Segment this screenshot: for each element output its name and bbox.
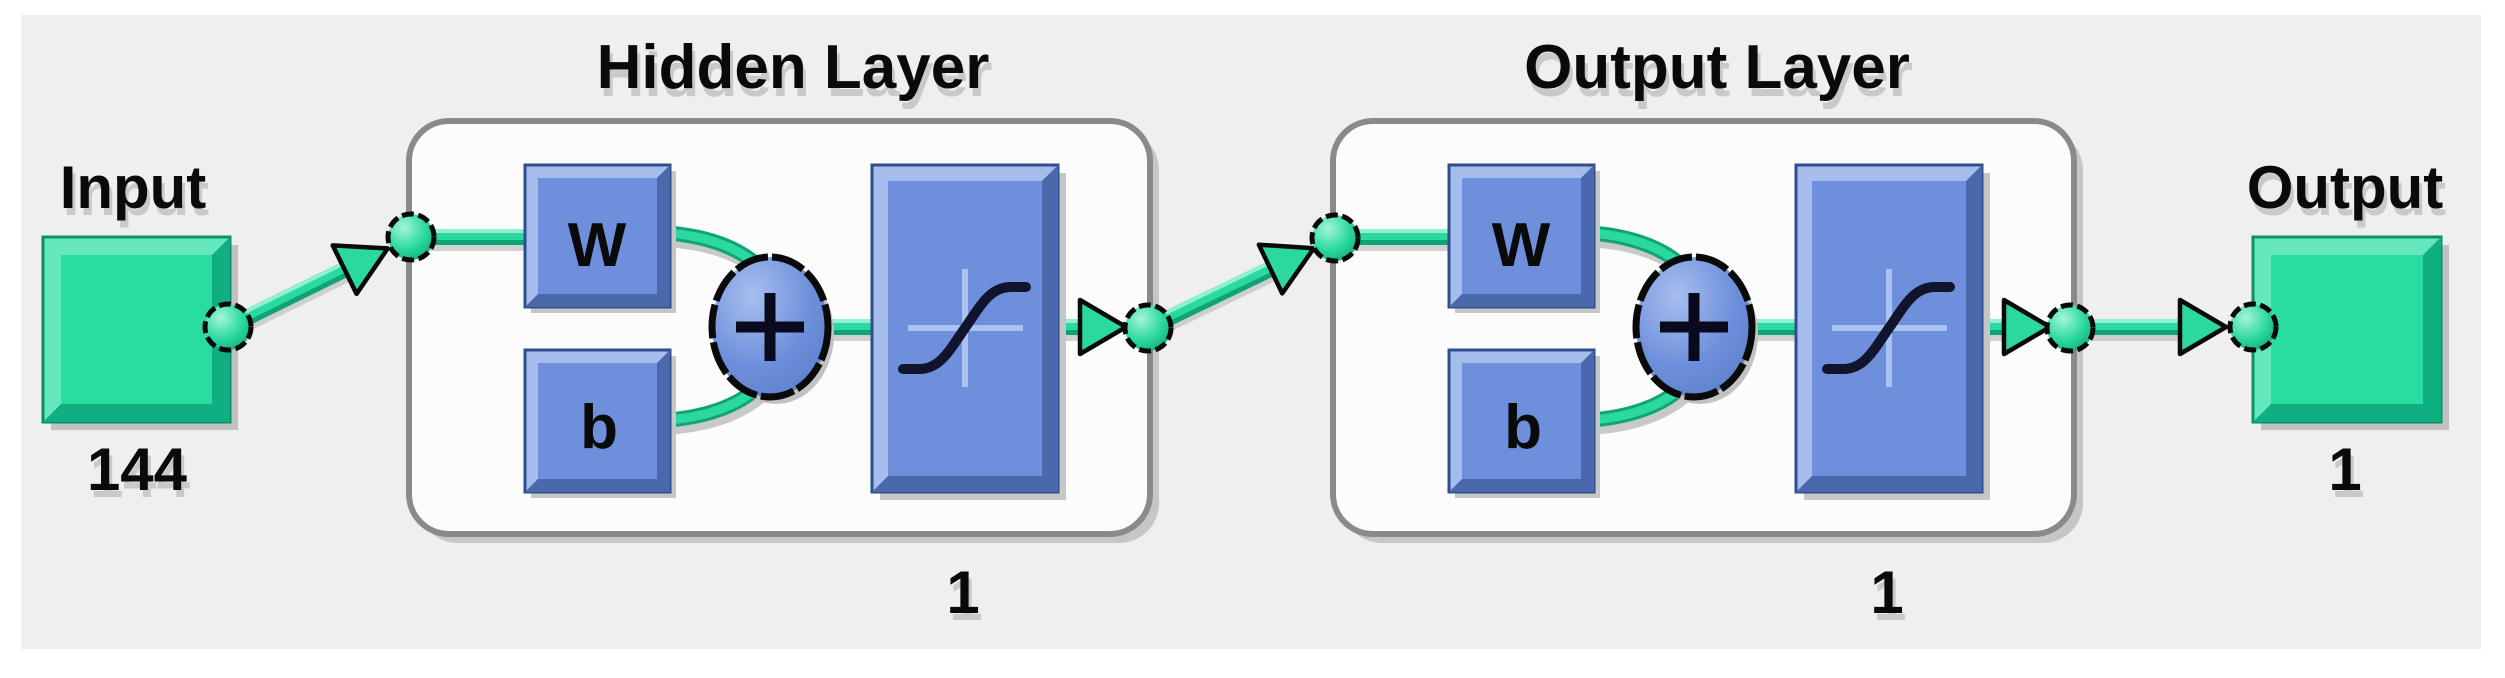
arrowhead-icon xyxy=(2001,297,2053,357)
hidden-weight-block: W xyxy=(523,163,676,313)
output-transfer-output-arrow xyxy=(1978,297,2053,357)
hidden-weight-label: W xyxy=(568,211,627,280)
sigmoid-curve-icon xyxy=(1822,282,1955,374)
input-label: Input xyxy=(60,154,207,221)
plus-icon xyxy=(736,293,804,361)
output-sum-to-transfer-link xyxy=(1748,319,1800,341)
hidden-sum-junction xyxy=(708,253,834,404)
output-layer-input-node-icon xyxy=(1309,212,1361,264)
arrowhead-icon xyxy=(1256,242,1317,296)
output-transfer-function-block xyxy=(1794,163,1990,500)
arrowhead-icon xyxy=(2177,297,2229,357)
output-bias-label: b xyxy=(1504,393,1542,462)
hidden-transfer-function-block xyxy=(870,163,1066,500)
output-square xyxy=(2251,235,2449,430)
output-layer-to-output-connection xyxy=(2093,297,2229,357)
input-size: 144 xyxy=(87,436,188,503)
output-label-shadow: Output xyxy=(2250,161,2447,228)
hidden-layer-input-node-icon xyxy=(385,211,437,263)
output-layer-size: 1 xyxy=(1870,559,1903,626)
output-size: 1 xyxy=(2328,436,2361,503)
output-size-shadow: 1 xyxy=(2331,443,2364,510)
output-layer-size-shadow: 1 xyxy=(1873,566,1906,633)
output-label: Output xyxy=(2247,154,2444,221)
output-input-to-weight-link xyxy=(1335,229,1456,251)
output-weight-label: W xyxy=(1492,211,1551,280)
input-label-shadow: Input xyxy=(63,161,210,228)
input-size-shadow: 144 xyxy=(90,443,191,510)
hidden-layer-size-shadow: 1 xyxy=(949,566,982,633)
output-node-icon xyxy=(2227,301,2279,353)
arrowhead-icon xyxy=(330,243,390,297)
hidden-layer-size: 1 xyxy=(946,559,979,626)
plus-icon xyxy=(1660,293,1728,361)
output-weight-block: W xyxy=(1447,163,1600,313)
output-layer-output-node-icon xyxy=(2044,302,2096,354)
hidden-layer-title-shadow: Hidden Layer xyxy=(600,41,993,110)
input-square xyxy=(41,235,238,430)
hidden-layer-output-node-icon xyxy=(1122,302,1174,354)
hidden-bias-block: b xyxy=(523,348,676,498)
output-layer-title: Output Layer xyxy=(1524,33,1910,102)
output-sum-junction xyxy=(1632,253,1758,404)
input-to-hidden-connection xyxy=(240,243,390,331)
hidden-sum-to-transfer-link xyxy=(824,319,876,341)
hidden-layer-title: Hidden Layer xyxy=(597,33,990,102)
input-node-icon xyxy=(202,301,254,353)
arrowhead-icon xyxy=(1077,297,1129,357)
output-layer-title-shadow: Output Layer xyxy=(1527,41,1913,110)
sigmoid-curve-icon xyxy=(898,282,1031,374)
output-bias-block: b xyxy=(1447,348,1600,498)
hidden-to-output-connection xyxy=(1160,242,1317,332)
hidden-bias-label: b xyxy=(580,393,618,462)
hidden-input-to-weight-link xyxy=(411,229,532,251)
